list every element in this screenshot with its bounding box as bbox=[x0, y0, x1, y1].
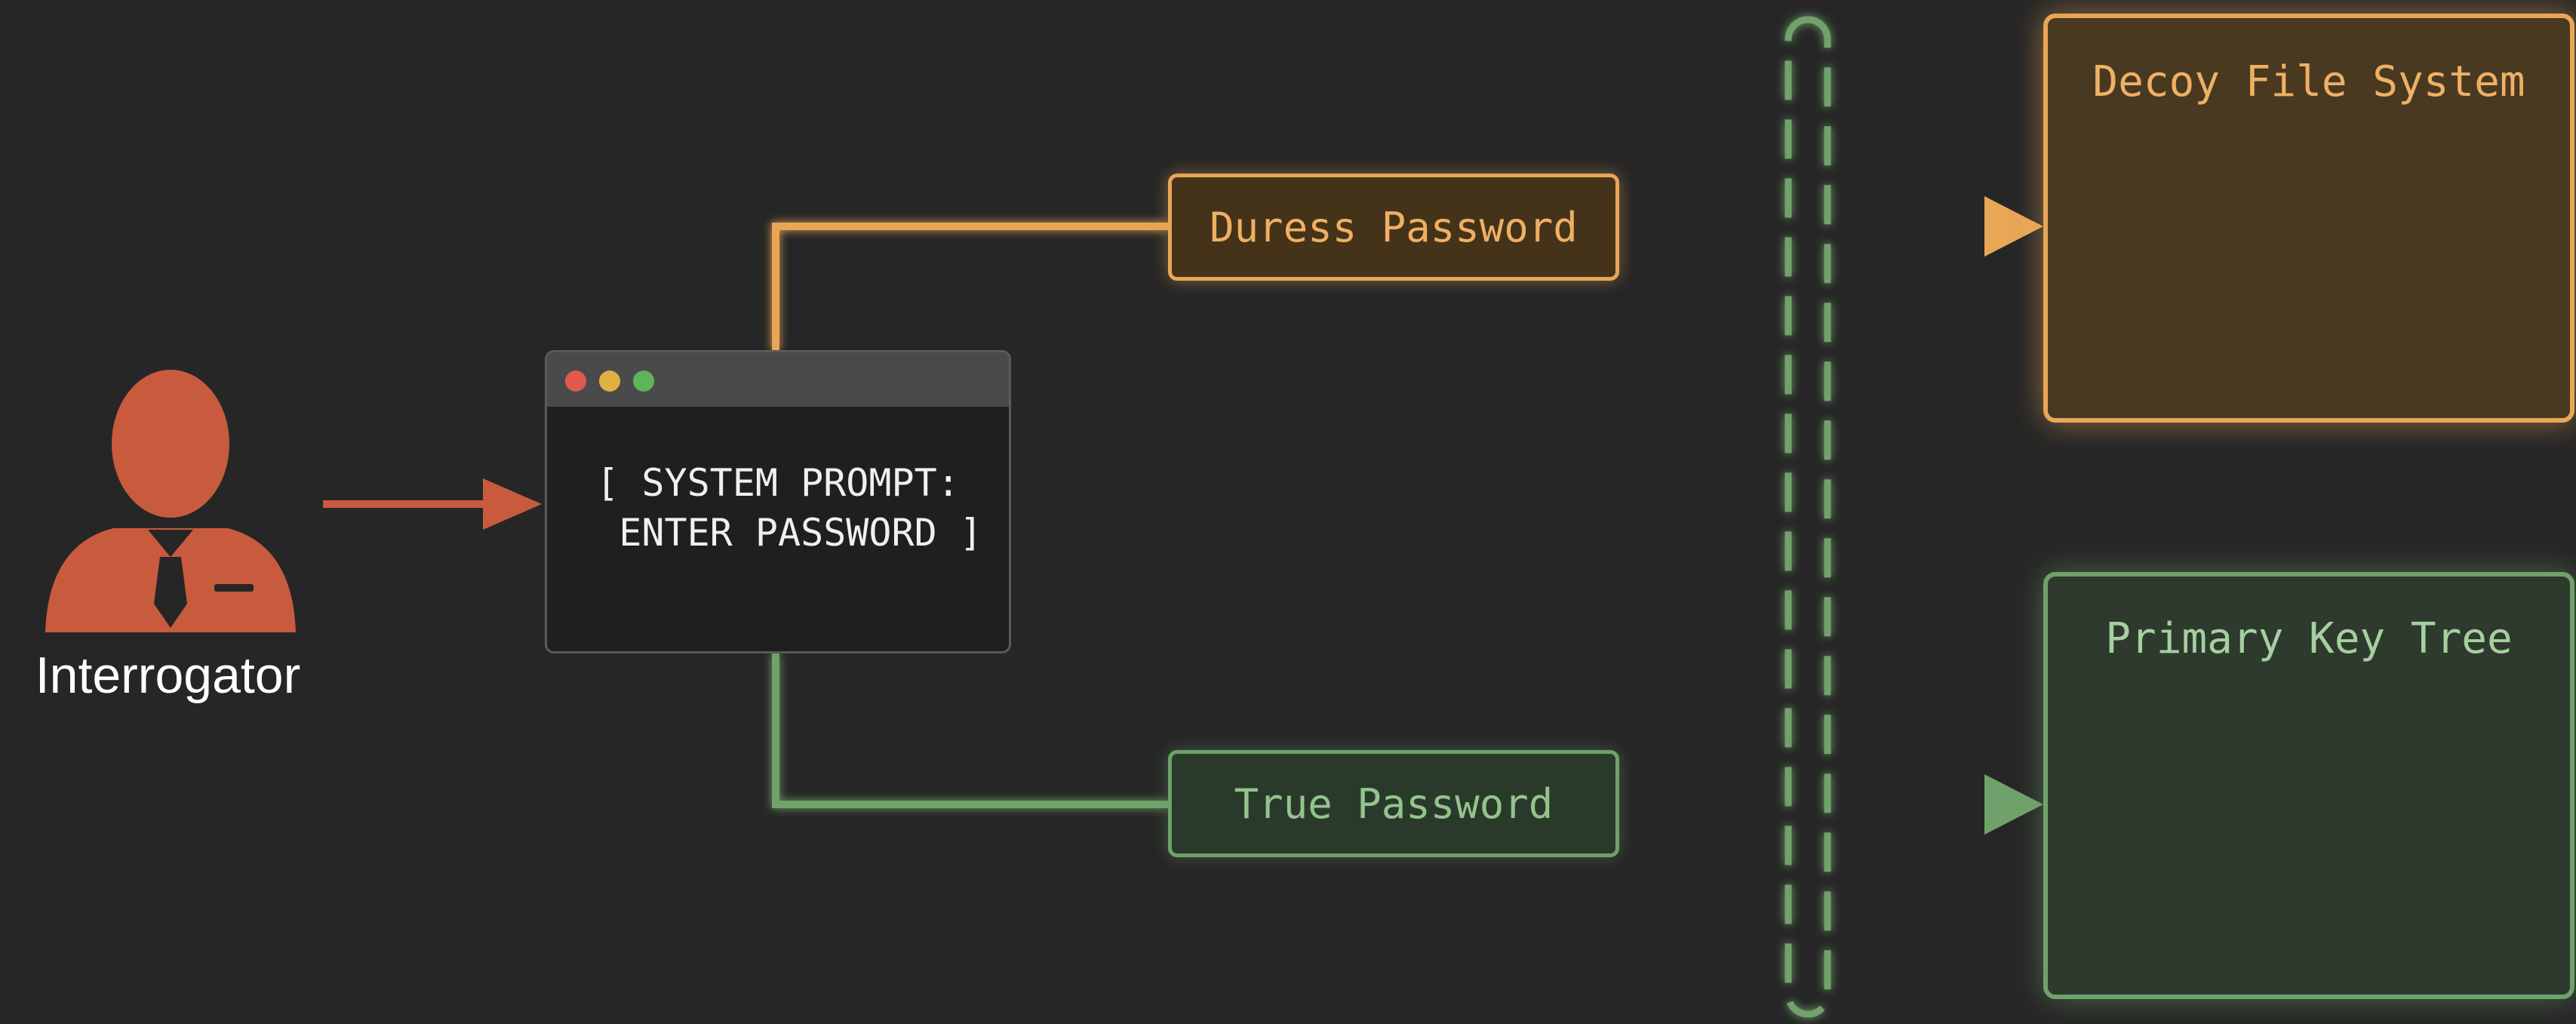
true-password-box: True Password bbox=[1168, 750, 1619, 857]
true-path bbox=[772, 653, 2043, 835]
interrogator-label: Interrogator bbox=[35, 647, 301, 704]
terminal-window: [ SYSTEM PROMPT: ENTER PASSWORD ] bbox=[545, 350, 1011, 653]
duress-path bbox=[772, 196, 2043, 350]
dashed-barrier bbox=[1784, 16, 1831, 1018]
terminal-prompt-text: [ SYSTEM PROMPT: ENTER PASSWORD ] bbox=[596, 461, 982, 555]
maximize-dot-icon bbox=[633, 371, 654, 392]
decoy-file-system-title: Decoy File System bbox=[2092, 57, 2525, 106]
decoy-file-system-box: Decoy File System bbox=[2043, 14, 2574, 423]
terminal-title-bar bbox=[547, 352, 1009, 407]
primary-key-tree-title: Primary Key Tree bbox=[2105, 614, 2513, 663]
primary-key-tree-box: Primary Key Tree bbox=[2043, 572, 2574, 999]
close-dot-icon bbox=[565, 371, 586, 392]
interrogator-icon bbox=[45, 370, 296, 632]
minimize-dot-icon bbox=[599, 371, 620, 392]
input-arrow bbox=[323, 478, 542, 530]
duress-password-box: Duress Password bbox=[1168, 174, 1619, 281]
